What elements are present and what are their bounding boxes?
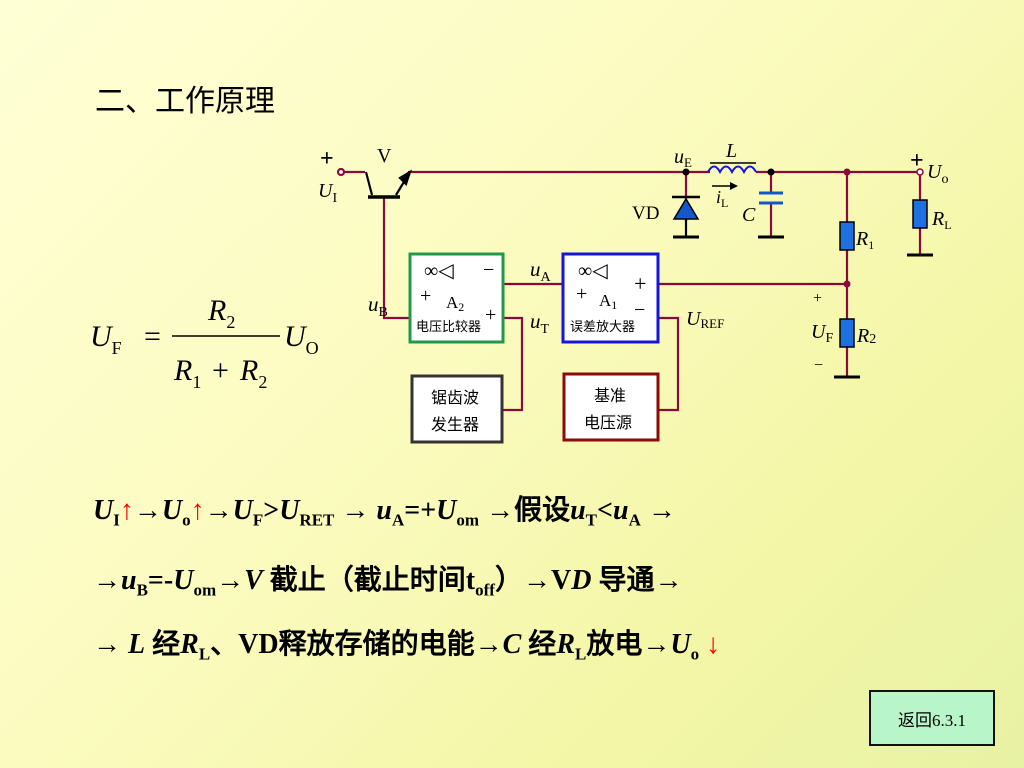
explanation-line-2: →uB=-Uom→V 截止（截止时间toff）→VD 导通→ — [93, 565, 683, 600]
a1-minus-to-ref — [658, 316, 680, 412]
ua-label: uA — [530, 257, 552, 285]
r1-label: R1 — [855, 228, 874, 252]
diode-label: VD — [632, 203, 659, 224]
input-plus: + — [320, 146, 334, 172]
input-voltage-label: UI — [318, 180, 337, 206]
return-button[interactable]: 返回6.3.1 — [869, 690, 995, 746]
il-label: iL — [716, 187, 728, 210]
comparator-label: 电压比较器 — [416, 320, 481, 335]
uf-plus: + — [813, 290, 822, 307]
comparator-name: A2 — [446, 293, 464, 314]
reference-source — [562, 372, 660, 442]
ue-label: uE — [674, 146, 692, 170]
uf-label: UF — [811, 321, 833, 346]
wires — [343, 170, 922, 412]
uf-minus: − — [814, 357, 823, 374]
r2-label: R2 — [856, 325, 876, 347]
resistors — [834, 168, 933, 379]
explanation-line-1: UI↑→Uo↑→UF>URET → uA=+Uom →假设uT<uA → — [93, 495, 676, 530]
error-amp-label: 误差放大器 — [570, 320, 635, 335]
sawtooth-label-1: 锯齿波 — [431, 388, 479, 407]
rl-label: RL — [931, 208, 952, 232]
svg-text:UF: UF — [90, 320, 122, 358]
transistor-v — [336, 167, 412, 199]
svg-text:R2: R2 — [239, 354, 267, 392]
comparator-a2 — [408, 252, 505, 344]
divider-formula: UF = R2 R1 + R2 UO — [90, 294, 319, 392]
capacitor-label: C — [742, 204, 756, 226]
output-voltage-label: Uo — [927, 161, 948, 187]
resistor-r2 — [839, 318, 855, 348]
sawtooth-to-a2 — [503, 316, 524, 412]
comparator-symbol: ∞◁ — [424, 260, 454, 282]
output-plus: + — [910, 148, 924, 174]
input-terminal — [336, 167, 346, 177]
sawtooth-generator — [410, 374, 504, 444]
svg-text:R1: R1 — [173, 354, 201, 392]
slide-title: 二、工作原理 — [95, 84, 275, 119]
resistor-r1 — [839, 221, 855, 251]
explanation-line-3: → L 经RL、VD释放存储的电能→C 经RL放电→Uo ↓ — [93, 629, 721, 664]
uref-label: UREF — [686, 308, 724, 331]
sawtooth-label-2: 发生器 — [431, 415, 479, 434]
diode-vd — [672, 195, 700, 239]
transistor-label: V — [377, 145, 392, 167]
error-amp-name: A1 — [599, 291, 617, 312]
resistor-rl — [912, 199, 928, 229]
base-wire — [382, 197, 410, 320]
error-amp-symbol: ∞◁ — [578, 260, 608, 282]
a1-plus-input: + — [634, 271, 646, 296]
svg-text:UO: UO — [284, 320, 319, 358]
error-amp-a1 — [561, 252, 660, 344]
svg-text:=: = — [144, 320, 161, 353]
comparator-minus: − — [483, 259, 494, 281]
inductor-l — [682, 162, 775, 190]
inductor-label: L — [725, 140, 737, 162]
comparator-plus: + — [420, 285, 431, 307]
output-terminal — [916, 168, 924, 176]
svg-text:R2: R2 — [207, 294, 235, 332]
reference-label-2: 电压源 — [584, 413, 632, 432]
ub-label: uB — [368, 292, 388, 320]
svg-text:+: + — [212, 354, 229, 387]
a2-plus-input: + — [485, 304, 496, 326]
ut-label: uT — [530, 309, 550, 337]
a1-minus-input: − — [634, 299, 645, 321]
capacitor-c — [758, 191, 784, 239]
error-amp-plus: + — [576, 283, 587, 305]
reference-label-1: 基准 — [594, 386, 626, 405]
